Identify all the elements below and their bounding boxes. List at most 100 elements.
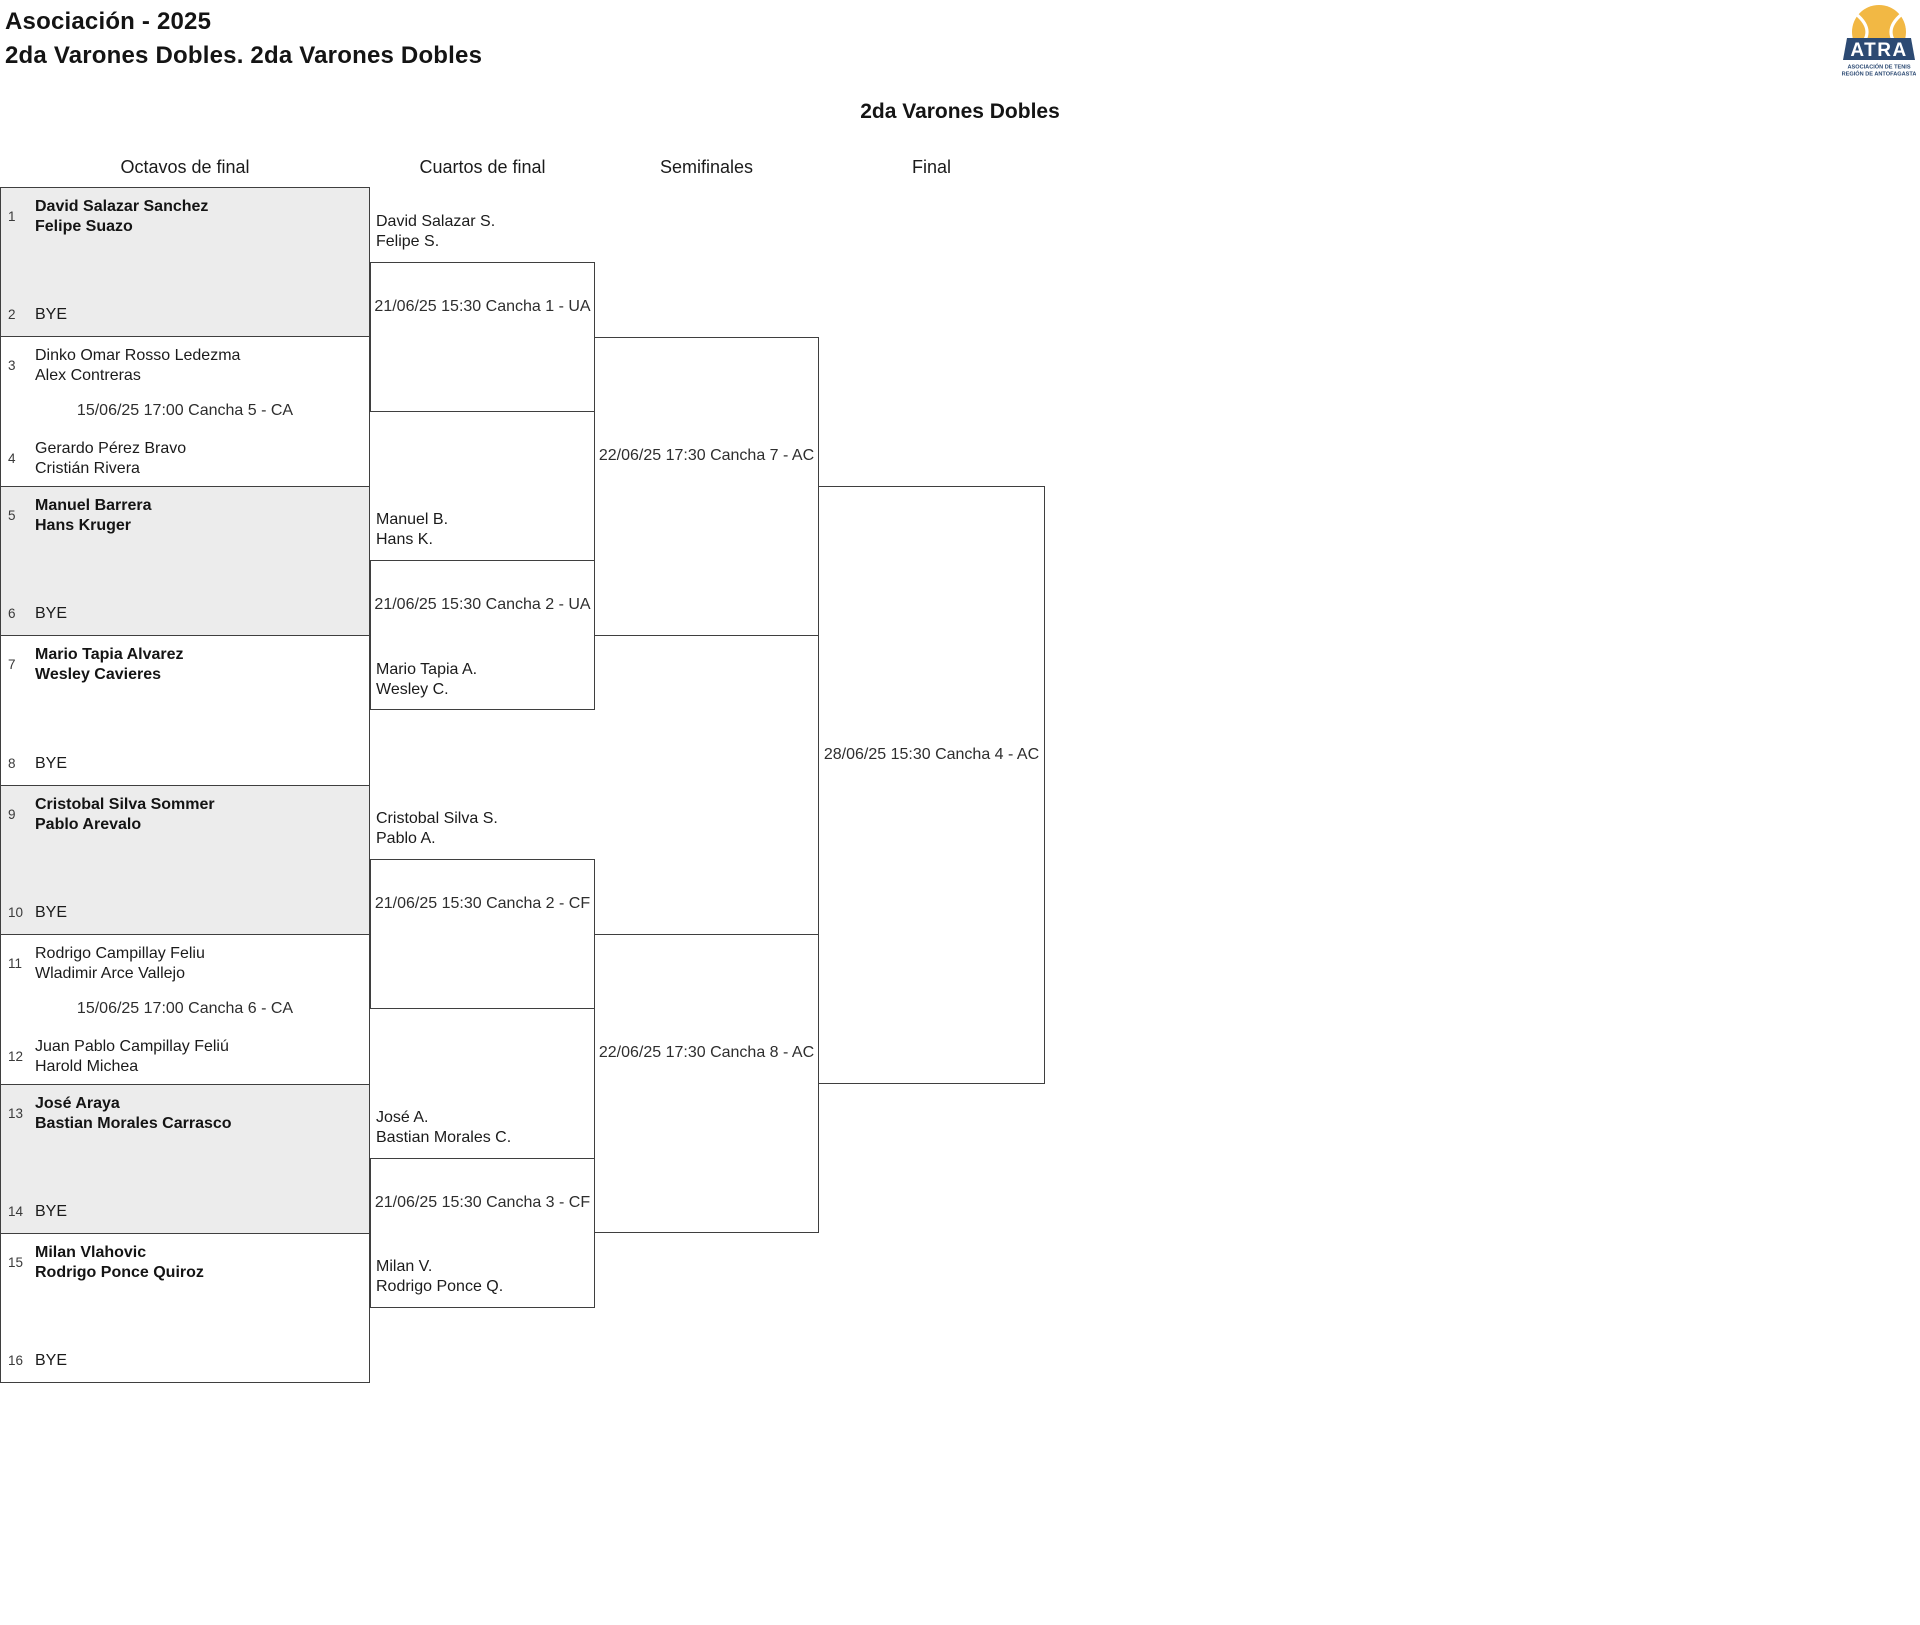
atra-logo: ATRA ASOCIACIÓN DE TENIS REGIÓN DE ANTOF… [1842, 2, 1916, 86]
seed-number: 15 [8, 1255, 24, 1270]
team-name: Dinko Omar Rosso Ledezma [35, 347, 241, 364]
seed-number: 1 [8, 209, 16, 224]
team-name: Mario Tapia Alvarez [35, 646, 184, 663]
team-slot: 14 BYE [8, 1202, 363, 1222]
octavos-match-6[interactable]: 11 Rodrigo Campillay Feliu Wladimir Arce… [0, 934, 370, 1085]
qf-team-label: Cristobal Silva S. Pablo A. [376, 809, 590, 849]
team-name: Manuel Barrera [35, 497, 152, 514]
team-name: Milan V. [376, 1258, 433, 1275]
bye-label: BYE [35, 1351, 68, 1369]
octavos-match-3[interactable]: 5 Manuel Barrera Hans Kruger 6 BYE [0, 486, 370, 636]
team-name: Mario Tapia A. [376, 661, 478, 678]
match-schedule: 21/06/25 15:30 Cancha 2 - UA [374, 596, 591, 613]
team-name: David Salazar S. [376, 213, 496, 230]
seed-number: 16 [8, 1352, 24, 1368]
bye-label: BYE [35, 1202, 68, 1220]
octavos-match-2[interactable]: 3 Dinko Omar Rosso Ledezma Alex Contrera… [0, 336, 370, 487]
seed-number: 10 [8, 904, 24, 920]
team-name: David Salazar Sanchez [35, 198, 209, 215]
final-match[interactable]: 28/06/25 15:30 Cancha 4 - AC [818, 486, 1045, 1084]
logo-line1: ASOCIACIÓN DE TENIS [1847, 63, 1910, 71]
team-name: Rodrigo Campillay Feliu [35, 945, 205, 962]
team-slot: 16 BYE [8, 1351, 363, 1371]
team-name: Wesley Cavieres [35, 665, 162, 683]
octavos-match-8[interactable]: 15 Milan Vlahovic Rodrigo Ponce Quiroz 1… [0, 1233, 370, 1383]
page-title: Asociación - 2025 [5, 8, 212, 35]
team-name: Bastian Morales C. [376, 1129, 512, 1146]
match-schedule: 15/06/25 17:00 Cancha 6 - CA [76, 1000, 294, 1017]
team-name: Rodrigo Ponce Quiroz [35, 1263, 204, 1281]
octavos-match-4[interactable]: 7 Mario Tapia Alvarez Wesley Cavieres 8 … [0, 635, 370, 786]
match-schedule: 21/06/25 15:30 Cancha 2 - CF [374, 895, 591, 912]
team-slot: 7 Mario Tapia Alvarez Wesley Cavieres [8, 645, 363, 684]
semifinal-match-1[interactable]: 22/06/25 17:30 Cancha 7 - AC [594, 337, 819, 636]
seed-number: 9 [8, 807, 16, 822]
team-name: Cristobal Silva S. [376, 810, 498, 827]
team-slot: 9 Cristobal Silva Sommer Pablo Arevalo [8, 795, 363, 834]
seed-number: 6 [8, 605, 16, 621]
match-schedule: 21/06/25 15:30 Cancha 1 - UA [374, 298, 591, 315]
team-slot: 4 Gerardo Pérez Bravo Cristián Rivera [8, 439, 363, 478]
round-header-octavos: Octavos de final [120, 157, 250, 177]
team-name: José Araya [35, 1095, 120, 1112]
cuartos-match-1[interactable]: 21/06/25 15:30 Cancha 1 - UA [370, 262, 595, 412]
team-name: Cristobal Silva Sommer [35, 796, 215, 813]
team-slot: 2 BYE [8, 305, 363, 325]
tennis-ball-logo-icon: ATRA ASOCIACIÓN DE TENIS REGIÓN DE ANTOF… [1842, 5, 1916, 78]
team-slot: 10 BYE [8, 903, 363, 923]
match-schedule: 22/06/25 17:30 Cancha 7 - AC [598, 447, 815, 464]
bye-label: BYE [35, 604, 68, 622]
seed-number: 8 [8, 755, 16, 771]
team-name: Felipe S. [376, 233, 440, 250]
bye-label: BYE [35, 305, 68, 323]
seed-number: 11 [8, 956, 23, 971]
team-name: Pablo A. [376, 830, 436, 847]
team-name: Wladimir Arce Vallejo [35, 964, 185, 982]
team-slot: 15 Milan Vlahovic Rodrigo Ponce Quiroz [8, 1243, 363, 1282]
match-schedule: 22/06/25 17:30 Cancha 8 - AC [598, 1044, 815, 1061]
team-name: José A. [376, 1109, 429, 1126]
qf-team-label: Milan V. Rodrigo Ponce Q. [376, 1257, 590, 1297]
team-slot: 3 Dinko Omar Rosso Ledezma Alex Contrera… [8, 346, 363, 385]
round-header-cuartos: Cuartos de final [419, 157, 546, 177]
qf-team-label: José A. Bastian Morales C. [376, 1108, 590, 1148]
page-subtitle: 2da Varones Dobles. 2da Varones Dobles [5, 42, 483, 69]
team-slot: 1 David Salazar Sanchez Felipe Suazo [8, 197, 363, 236]
team-name: Felipe Suazo [35, 217, 133, 235]
seed-number: 2 [8, 306, 16, 322]
cuartos-match-3[interactable]: 21/06/25 15:30 Cancha 2 - CF [370, 859, 595, 1009]
team-slot: 5 Manuel Barrera Hans Kruger [8, 496, 363, 535]
bracket-title: 2da Varones Dobles [860, 100, 1060, 123]
seed-number: 12 [8, 1049, 24, 1064]
seed-number: 3 [8, 358, 16, 373]
octavos-match-7[interactable]: 13 José Araya Bastian Morales Carrasco 1… [0, 1084, 370, 1234]
team-name: Harold Michea [35, 1057, 139, 1075]
logo-acronym: ATRA [1850, 40, 1907, 61]
team-name: Rodrigo Ponce Q. [376, 1278, 504, 1295]
match-schedule: 15/06/25 17:00 Cancha 5 - CA [76, 402, 294, 419]
semifinal-match-2[interactable]: 22/06/25 17:30 Cancha 8 - AC [594, 934, 819, 1233]
team-name: Wesley C. [376, 681, 449, 698]
seed-number: 14 [8, 1203, 24, 1219]
qf-team-label: Manuel B. Hans K. [376, 510, 590, 550]
logo-line2: REGIÓN DE ANTOFAGASTA [1842, 70, 1916, 78]
team-name: Hans K. [376, 531, 433, 548]
octavos-match-1[interactable]: 1 David Salazar Sanchez Felipe Suazo 2 B… [0, 187, 370, 337]
round-header-semifinales: Semifinales [659, 157, 754, 177]
match-schedule: 28/06/25 15:30 Cancha 4 - AC [823, 746, 1040, 763]
team-name: Cristián Rivera [35, 459, 140, 477]
qf-team-label: Mario Tapia A. Wesley C. [376, 660, 590, 700]
cuartos-match-4[interactable]: 21/06/25 15:30 Cancha 3 - CF [370, 1158, 595, 1308]
match-schedule: 21/06/25 15:30 Cancha 3 - CF [374, 1194, 591, 1211]
qf-team-label: David Salazar S. Felipe S. [376, 212, 590, 252]
team-name: Juan Pablo Campillay Feliú [35, 1038, 229, 1055]
team-name: Gerardo Pérez Bravo [35, 440, 187, 457]
octavos-match-5[interactable]: 9 Cristobal Silva Sommer Pablo Arevalo 1… [0, 785, 370, 935]
team-name: Milan Vlahovic [35, 1244, 147, 1261]
team-slot: 12 Juan Pablo Campillay Feliú Harold Mic… [8, 1037, 363, 1076]
seed-number: 7 [8, 657, 16, 672]
team-name: Hans Kruger [35, 516, 132, 534]
team-slot: 6 BYE [8, 604, 363, 624]
round-header-final: Final [911, 157, 951, 177]
